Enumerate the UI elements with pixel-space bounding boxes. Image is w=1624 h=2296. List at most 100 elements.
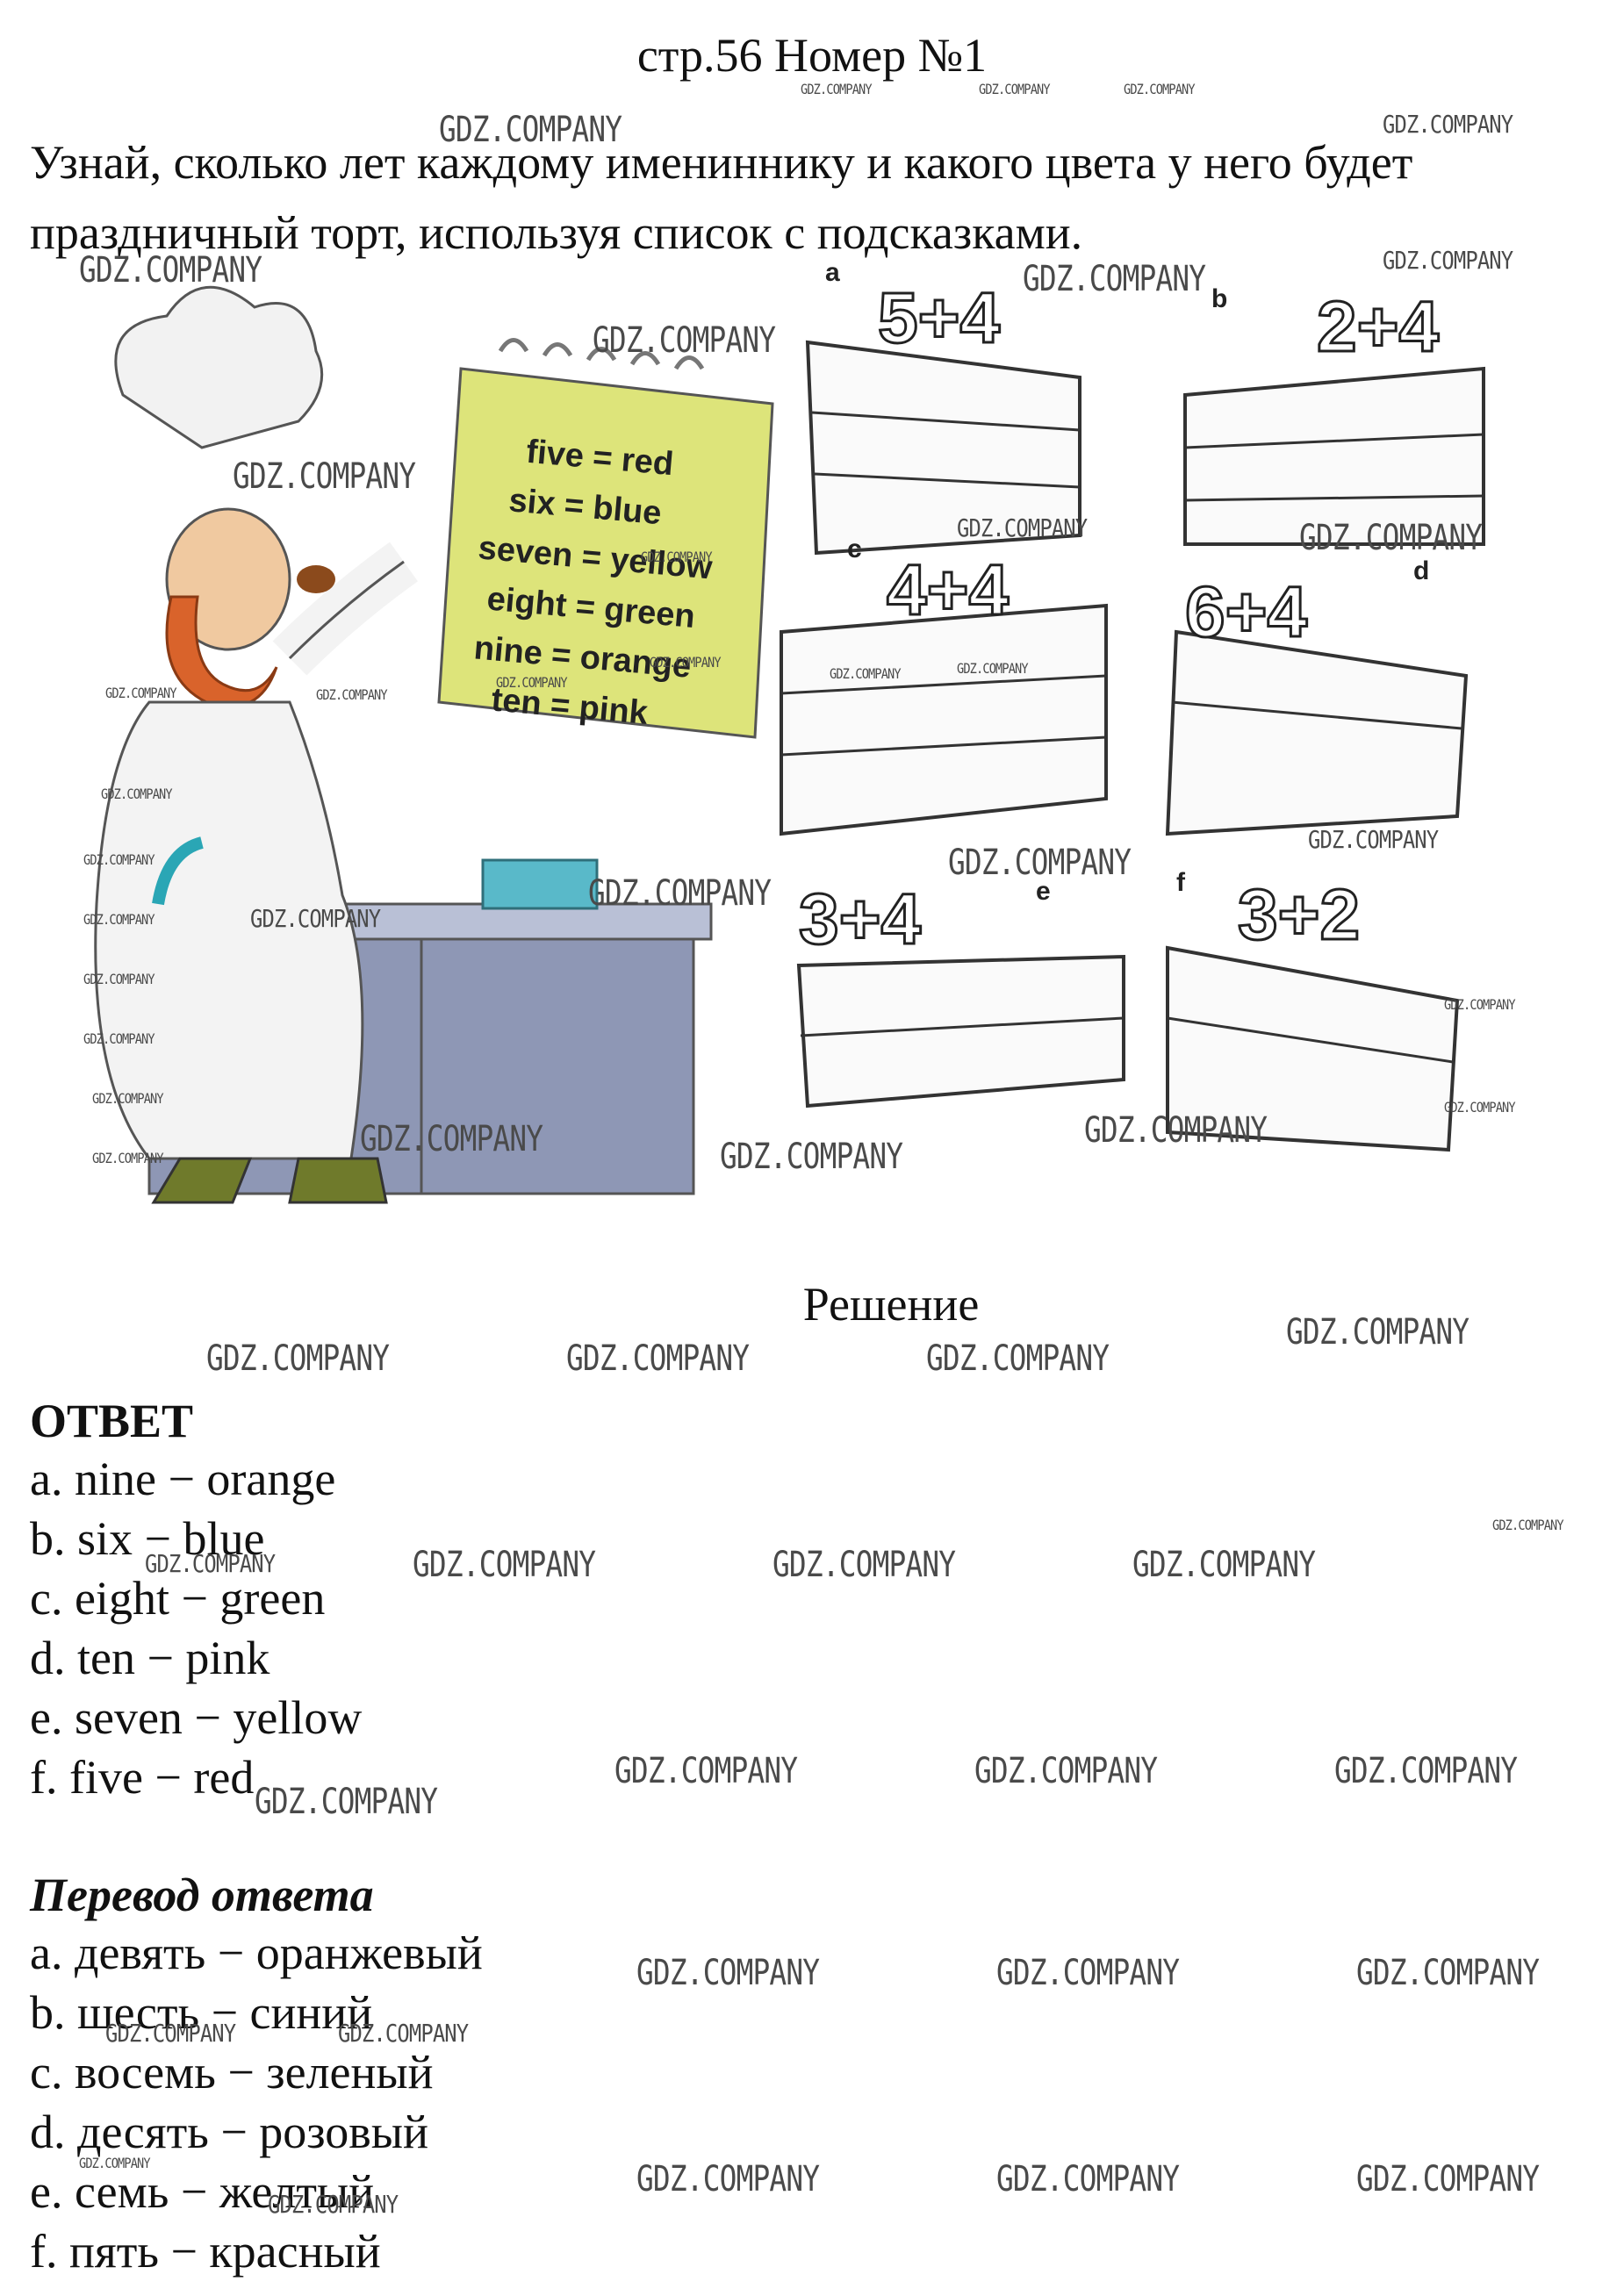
watermark: GDZ.COMPANY [92,1150,164,1166]
watermark: GDZ.COMPANY [206,1338,390,1379]
list-item: f. five − red [30,1751,255,1804]
list-item: c. eight − green [30,1572,326,1625]
watermark: GDZ.COMPANY [83,971,155,987]
watermark: GDZ.COMPANY [957,660,1029,677]
list-item: b. шесть − синий [30,1986,373,2039]
answer-title: ОТВЕТ [30,1395,194,1447]
watermark: GDZ.COMPANY [1084,1110,1268,1151]
watermark: GDZ.COMPANY [79,250,262,291]
list-item: а. девять − оранжевый [30,1926,483,1979]
task-text: Узнай, сколько лет каждому имениннику и … [30,136,1413,259]
cake-label: f [1176,868,1186,897]
watermark: GDZ.COMPANY [250,904,381,933]
watermark: GDZ.COMPANY [338,2019,469,2048]
cake-e: e 3+4 [796,877,1125,1109]
cake-expression: 5+4 [878,278,1000,358]
translation-list: а. девять − оранжевый b. шесть − синий c… [30,1923,483,2281]
watermark: GDZ.COMPANY [316,686,388,703]
answer-list: a. nine − orange b. six − blue c. eight … [30,1449,362,1807]
watermark: GDZ.COMPANY [105,2019,236,2048]
watermark: GDZ.COMPANY [83,911,155,928]
cake-expression: 6+4 [1185,572,1307,652]
watermark: GDZ.COMPANY [1383,110,1513,139]
watermark: GDZ.COMPANY [566,1338,750,1379]
cake-expression: 3+2 [1238,875,1360,955]
watermark: GDZ.COMPANY [974,1751,1158,1791]
watermark: GDZ.COMPANY [996,2159,1180,2199]
watermark: GDZ.COMPANY [1299,518,1483,558]
chef-figure [94,285,418,1204]
watermark: GDZ.COMPANY [830,665,902,682]
watermark: GDZ.COMPANY [1492,1517,1564,1533]
watermark: GDZ.COMPANY [636,2159,820,2199]
watermark: GDZ.COMPANY [720,1137,903,1177]
cake-expression: 3+4 [799,879,921,959]
cake-f: f 3+2 [1166,868,1460,1152]
watermark: GDZ.COMPANY [1132,1545,1316,1585]
cake-slices: a 5+4 b 2+4 c 4+4 d 6+4 e 3+4 [780,258,1485,1152]
list-item: d. ten − pink [30,1632,270,1684]
watermark: GDZ.COMPANY [233,456,416,497]
cake-a: a 5+4 [805,258,1081,556]
cake-label: b [1211,284,1227,313]
watermark: GDZ.COMPANY [1444,996,1516,1013]
watermark: GDZ.COMPANY [650,654,722,671]
cake-c: c 4+4 [780,535,1108,836]
watermark: GDZ.COMPANY [979,81,1051,97]
watermark: GDZ.COMPANY [1444,1099,1516,1116]
cake-expression: 2+4 [1317,287,1439,367]
list-item: e. seven − yellow [30,1691,363,1744]
watermark: GDZ.COMPANY [413,1545,596,1585]
watermark: GDZ.COMPANY [948,843,1132,883]
watermark: GDZ.COMPANY [1124,81,1196,97]
exercise-illustration: five = red six = blue seven = yellow eig… [94,258,1485,1204]
watermark: GDZ.COMPANY [957,513,1088,542]
watermark: GDZ.COMPANY [83,851,155,868]
list-item: b. six − blue [30,1512,265,1565]
watermark: GDZ.COMPANY [801,81,873,97]
watermark: GDZ.COMPANY [926,1338,1110,1379]
watermark: GDZ.COMPANY [105,685,177,701]
translation-title: Перевод ответа [30,1869,374,1921]
watermark: GDZ.COMPANY [360,1119,543,1159]
watermark: GDZ.COMPANY [1334,1751,1518,1791]
watermark: GDZ.COMPANY [772,1545,956,1585]
watermark: GDZ.COMPANY [92,1090,164,1107]
watermark: GDZ.COMPANY [996,1953,1180,1993]
list-item: a. nine − orange [30,1453,336,1505]
cake-expression: 4+4 [887,550,1009,630]
cake-label: c [847,535,862,563]
watermark: GDZ.COMPANY [1308,825,1439,854]
list-item: d. десять − розовый [30,2106,428,2158]
list-item: c. восемь − зеленый [30,2046,434,2099]
list-item: f. пять − красный [30,2225,381,2278]
page-header: стр.56 Номер №1 [636,29,988,82]
watermark: GDZ.COMPANY [1356,1953,1540,1993]
list-item: e. семь − желтый [30,2165,375,2218]
watermark: GDZ.COMPANY [1383,246,1513,275]
watermark: GDZ.COMPANY [636,1953,820,1993]
cake-b: b 2+4 [1183,284,1485,546]
watermark: GDZ.COMPANY [1356,2159,1540,2199]
cake-label: a [825,258,840,287]
watermark: GDZ.COMPANY [268,2190,399,2219]
watermark: GDZ.COMPANY [101,786,173,802]
watermark: GDZ.COMPANY [593,320,776,361]
watermark: GDZ.COMPANY [439,110,622,150]
cake-label: d [1413,556,1429,585]
solution-title: Решение [802,1278,980,1331]
cake-label: e [1036,877,1051,906]
cake-d: d 6+4 [1165,556,1469,836]
watermark: GDZ.COMPANY [79,2155,151,2171]
watermark: GDZ.COMPANY [614,1751,798,1791]
watermark: GDZ.COMPANY [83,1030,155,1047]
watermark: GDZ.COMPANY [255,1782,438,1822]
watermark: GDZ.COMPANY [1023,259,1206,299]
hint-lines: five = red six = blue seven = yellow eig… [472,434,714,732]
watermark: GDZ.COMPANY [641,549,713,565]
watermark: GDZ.COMPANY [145,1549,276,1578]
watermark: GDZ.COMPANY [496,674,568,691]
watermark: GDZ.COMPANY [588,873,772,914]
watermark: GDZ.COMPANY [1286,1312,1470,1352]
hints-board [437,338,774,739]
